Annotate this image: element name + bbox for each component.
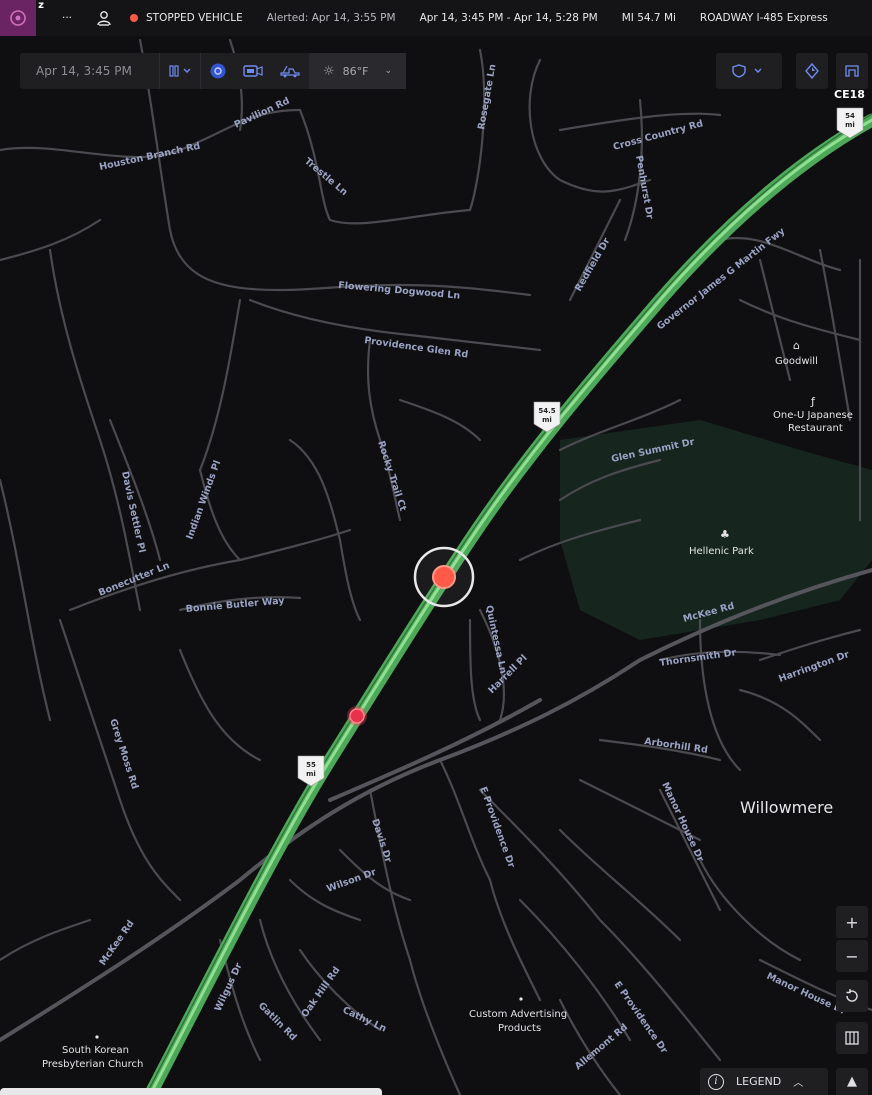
book-map-icon xyxy=(845,1031,859,1045)
target-icon xyxy=(210,63,226,79)
user-icon[interactable] xyxy=(96,10,112,26)
chevron-down-icon: ⌄ xyxy=(384,66,393,76)
shield-filter-dropdown[interactable] xyxy=(716,53,782,89)
shield-icon xyxy=(732,64,762,78)
svg-text:54.5: 54.5 xyxy=(538,407,555,415)
top-bar: z ··· STOPPED VEHICLE Alerted: Apr 14, 3… xyxy=(0,0,872,36)
video-icon xyxy=(243,65,263,77)
zoom-in-button[interactable]: + xyxy=(836,906,868,938)
major-roads xyxy=(0,568,872,1042)
mile-shield-55: 55 mi xyxy=(297,755,325,787)
zoom-out-button[interactable]: − xyxy=(836,940,868,972)
temperature-label: 86°F xyxy=(342,64,369,78)
alert-type: STOPPED VEHICLE xyxy=(130,12,243,24)
status-dot-icon xyxy=(130,14,139,22)
grid-icon xyxy=(169,65,191,77)
weather-dropdown[interactable]: ☼ 86°F ⌄ xyxy=(309,53,407,89)
bottom-panel-handle[interactable] xyxy=(0,1088,382,1095)
alerted-time: Alerted: Apr 14, 3:55 PM xyxy=(266,12,396,24)
park-icon: ♣ xyxy=(720,528,730,541)
layers-dropdown[interactable] xyxy=(160,53,200,89)
reset-view-button[interactable] xyxy=(836,980,868,1012)
road-network xyxy=(0,38,872,1095)
legend-toggle[interactable]: i LEGEND ︿ xyxy=(700,1068,828,1095)
navigation-icon xyxy=(805,63,819,79)
legend-label: LEGEND xyxy=(736,1075,782,1088)
logo-icon xyxy=(10,10,26,26)
rotate-icon xyxy=(846,989,858,1002)
sun-icon: ☼ xyxy=(323,63,335,79)
poi-advertising-line1[interactable]: Custom Advertising xyxy=(469,1009,567,1020)
park-area xyxy=(560,420,872,640)
video-layer-button[interactable] xyxy=(235,53,271,89)
svg-text:54: 54 xyxy=(845,112,855,120)
notification-badge: z xyxy=(38,0,44,11)
app-logo[interactable]: z xyxy=(0,0,44,36)
date-picker[interactable]: Apr 14, 3:45 PM xyxy=(20,53,160,89)
restaurant-icon: ƒ xyxy=(810,395,816,408)
mile-shield-54-5: 54.5 mi xyxy=(533,401,561,433)
svg-text:mi: mi xyxy=(306,770,316,778)
info-icon: i xyxy=(708,1073,724,1090)
time-range: Apr 14, 3:45 PM - Apr 14, 5:28 PM xyxy=(419,12,598,24)
poi-restaurant-line1[interactable]: One-U Japanese xyxy=(773,410,853,421)
stopped-vehicle-marker[interactable] xyxy=(413,546,475,608)
poi-layer: ⌂ Goodwill ƒ One-U Japanese Restaurant ♣… xyxy=(42,339,853,1070)
more-button[interactable]: ··· xyxy=(62,12,73,24)
location-button[interactable] xyxy=(796,53,828,89)
poi-dot-icon xyxy=(519,997,523,1001)
alert-type-label: STOPPED VEHICLE xyxy=(146,12,243,24)
poi-restaurant-line2[interactable]: Restaurant xyxy=(788,423,843,434)
incident-marker[interactable] xyxy=(347,706,367,726)
map-style-button[interactable] xyxy=(836,53,868,89)
highway-i485 xyxy=(143,113,872,1095)
poi-church-line1[interactable]: South Korean xyxy=(62,1045,129,1056)
poi-goodwill[interactable]: Goodwill xyxy=(775,356,818,367)
roadway: ROADWAY I-485 Express xyxy=(699,12,828,24)
map-view-button[interactable] xyxy=(836,1022,868,1054)
minus-icon: − xyxy=(845,946,859,966)
chevron-up-icon: ︿ xyxy=(793,1078,804,1089)
area-code-label: CE18 xyxy=(834,88,865,101)
svg-text:mi: mi xyxy=(845,121,855,129)
arrow-up-icon: ▲ xyxy=(847,1074,857,1089)
poi-dot-icon xyxy=(95,1035,99,1039)
mile-shield-54: 54 mi xyxy=(836,107,864,139)
map-icon xyxy=(845,65,859,77)
place-willowmere: Willowmere xyxy=(740,798,833,817)
poi-advertising-line2[interactable]: Products xyxy=(498,1023,541,1034)
svg-text:mi: mi xyxy=(542,416,552,424)
compass-button[interactable]: ▲ xyxy=(836,1068,868,1095)
poi-park[interactable]: Hellenic Park xyxy=(689,546,754,557)
plus-icon: + xyxy=(845,912,859,932)
poi-church-line2[interactable]: Presbyterian Church xyxy=(42,1059,143,1070)
svg-text:55: 55 xyxy=(306,761,316,769)
shop-icon: ⌂ xyxy=(793,339,800,352)
map-toolbar: Apr 14, 3:45 PM ☼ 86°F ⌄ xyxy=(20,53,407,89)
tow-layer-button[interactable] xyxy=(271,53,309,89)
mile-marker: MI 54.7 Mi xyxy=(621,12,676,24)
camera-layer-button[interactable] xyxy=(201,53,235,89)
tow-truck-icon xyxy=(280,65,300,78)
